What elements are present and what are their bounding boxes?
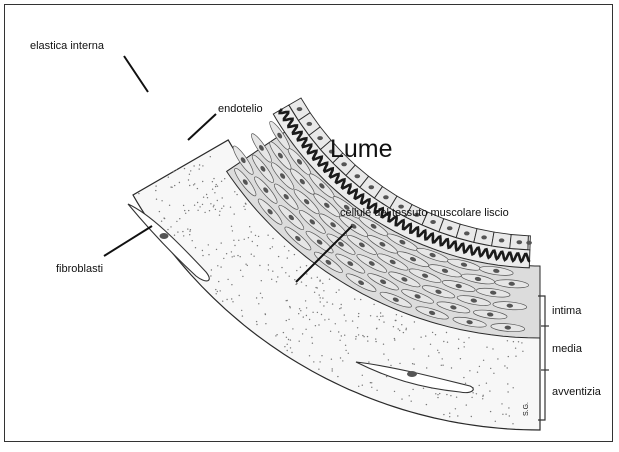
figure-frame — [4, 4, 613, 442]
